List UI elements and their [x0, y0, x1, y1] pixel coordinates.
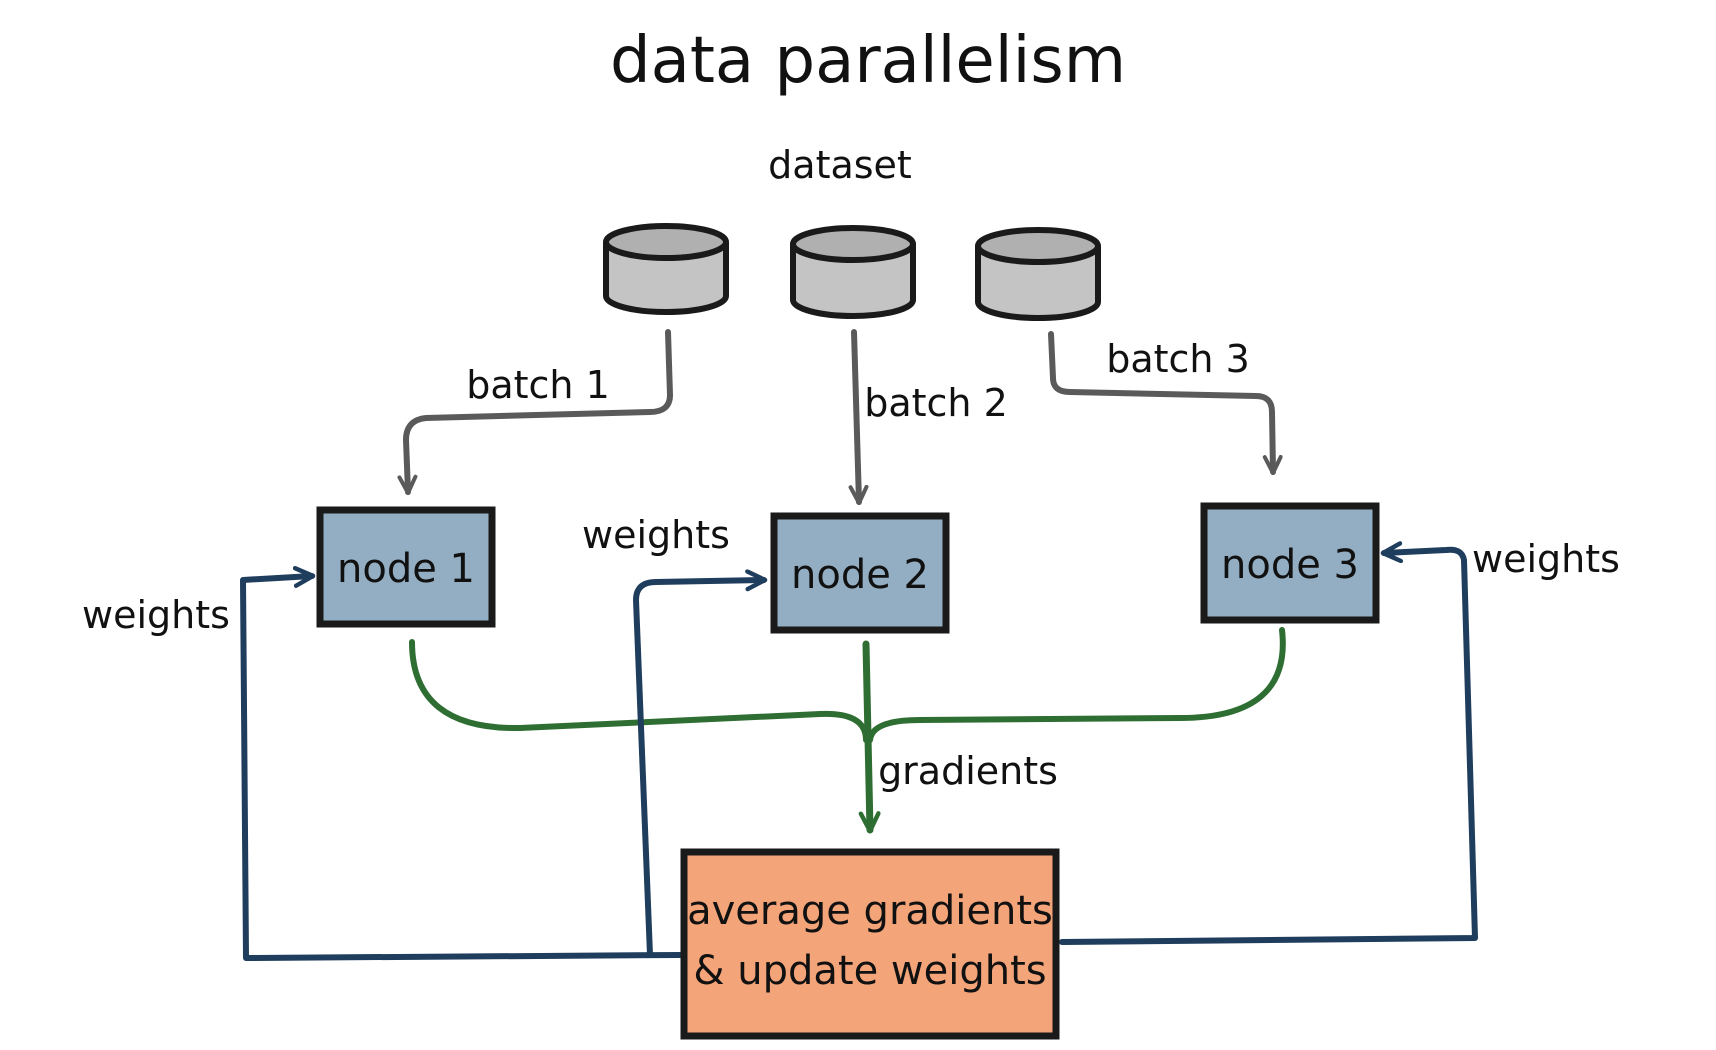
dataset-label: dataset — [768, 143, 912, 187]
batch-1-arrow — [397, 329, 673, 495]
node-1-label: node 1 — [337, 546, 475, 592]
diagram-title: data parallelism — [610, 24, 1126, 98]
batch-2-arrow — [848, 329, 869, 505]
dataset-cylinder-2 — [790, 225, 916, 319]
weights-label-right: weights — [1472, 537, 1620, 581]
node-2-box: node 2 — [770, 512, 950, 634]
aggregator-box: average gradients & update weights — [680, 848, 1060, 1040]
dataset-cylinder-1 — [603, 223, 729, 315]
batch-1-label: batch 1 — [466, 363, 610, 407]
weights-arrow-node-1 — [240, 565, 683, 961]
gradient-arrow — [858, 640, 881, 834]
node-1-box: node 1 — [316, 506, 496, 628]
node-2-label: node 2 — [791, 552, 929, 598]
aggregator-line-1: average gradients — [687, 888, 1053, 934]
gradients-label: gradients — [878, 749, 1058, 793]
aggregator-line-2: & update weights — [693, 948, 1046, 994]
dataset-cylinder-3 — [975, 227, 1101, 321]
batch-2-label: batch 2 — [864, 381, 1008, 425]
weights-label-left: weights — [82, 593, 230, 637]
batch-3-label: batch 3 — [1106, 337, 1250, 381]
weights-label-center: weights — [582, 513, 730, 557]
gradient-flow-node-3 — [867, 627, 1286, 743]
weights-arrow-node-2 — [633, 569, 768, 958]
node-3-box: node 3 — [1200, 502, 1380, 624]
gradient-flow-node-1 — [409, 639, 869, 743]
batch-3-arrow — [1048, 331, 1283, 475]
node-3-label: node 3 — [1221, 542, 1359, 588]
weights-arrow-node-3 — [1059, 541, 1478, 945]
